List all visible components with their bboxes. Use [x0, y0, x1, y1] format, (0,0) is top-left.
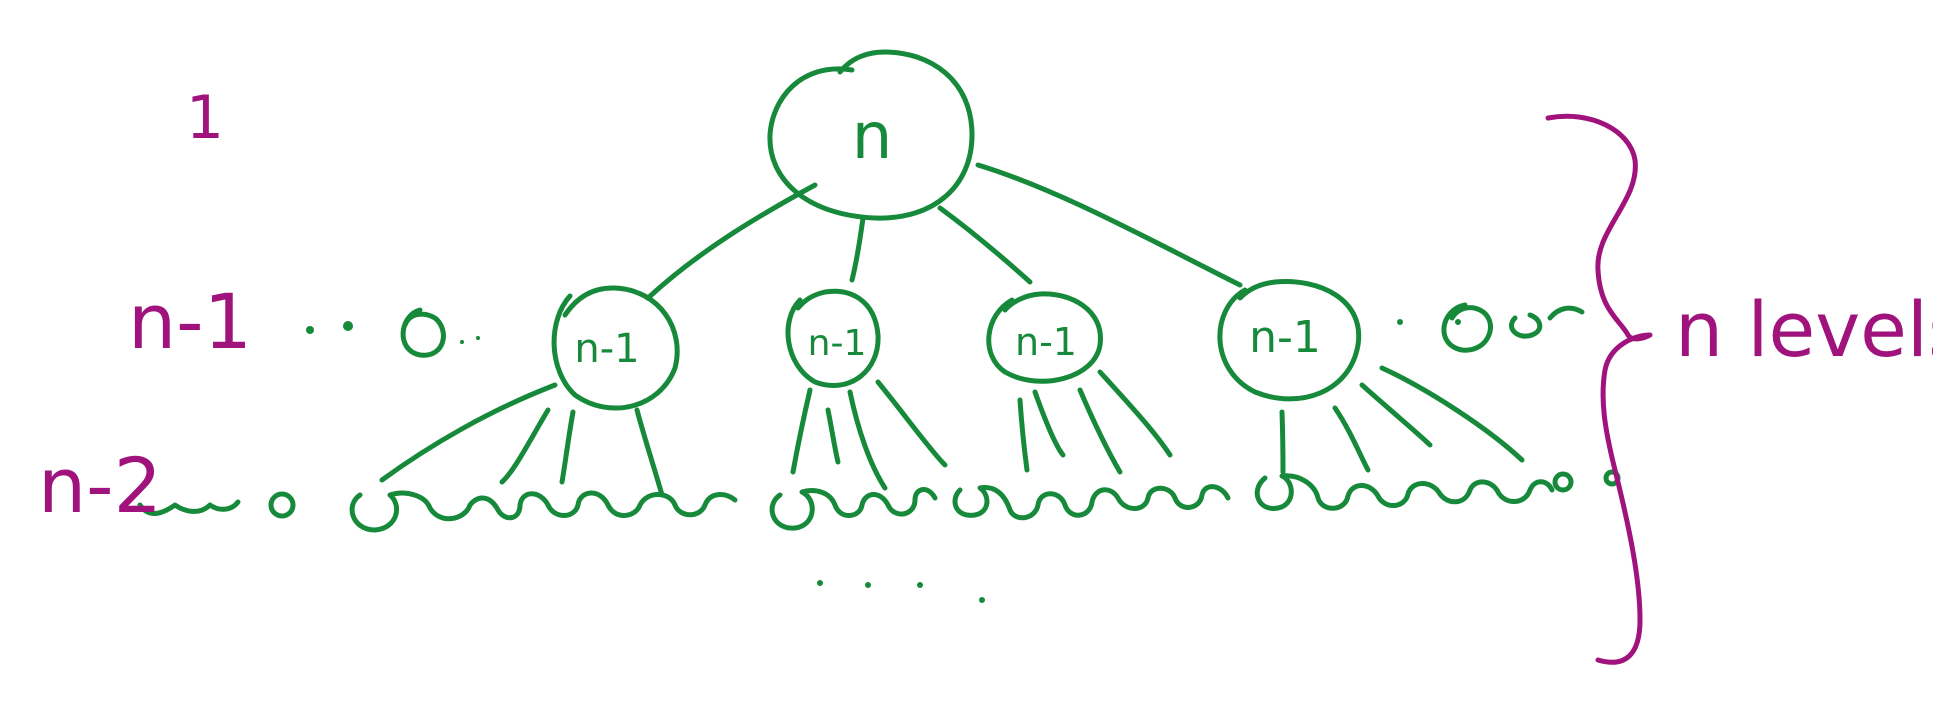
level-label-2: n-1: [128, 277, 252, 366]
edge-c1-g2: [499, 407, 551, 485]
edge-root-child-1: [645, 182, 818, 301]
edge-c1-g1: [379, 382, 558, 483]
child-node-2-label: n-1: [808, 323, 867, 364]
child-node-2-circle: [785, 288, 881, 388]
child-node-1-label: n-1: [574, 326, 639, 372]
ellipsis-scribble-right-2: [1509, 312, 1543, 339]
ellipsis-dot: [817, 580, 823, 586]
grandchildren-scribble-3: [952, 484, 1231, 521]
child-node-3-circle: [986, 291, 1103, 384]
edge-c1-g3: [559, 409, 576, 485]
child-node-2: n-1: [785, 288, 881, 388]
ellipsis-dot: [476, 336, 480, 340]
ellipsis-scribble-right-1: [1441, 302, 1493, 353]
child-node-4: n-1: [1217, 279, 1362, 402]
levels-brace: [1545, 113, 1653, 665]
child-node-4-circle: [1217, 279, 1362, 402]
child-edges: [379, 365, 1525, 498]
grandchild-circle: [1552, 471, 1574, 493]
grandchildren-scribble-1: [349, 490, 738, 533]
level-label-3: n-2: [38, 441, 162, 530]
root-node-label: n: [852, 100, 893, 174]
edge-c4-g1: [1279, 409, 1286, 475]
edge-root-child-3: [937, 205, 1033, 285]
level-labels: 1 n-1 n-2: [38, 83, 252, 530]
child-node-3-label: n-1: [1015, 320, 1077, 364]
child-node-4-label: n-1: [1249, 312, 1321, 363]
ellipsis-scribble-left: [400, 307, 446, 358]
edge-c2-g3: [847, 389, 888, 491]
edge-c2-g4: [875, 379, 948, 468]
edge-c3-g4: [1097, 369, 1173, 458]
ellipsis-dot: [1397, 319, 1403, 325]
child-node-1-circle: [551, 285, 680, 411]
ellipsis-dot: [979, 597, 985, 603]
edge-c3-g1: [1017, 397, 1030, 473]
level-label-1: 1: [186, 83, 224, 153]
root-edges: [645, 162, 1243, 301]
edge-c1-g4: [634, 407, 665, 498]
grandchildren-scribble-2: [769, 487, 938, 531]
edge-c3-g2: [1032, 389, 1066, 458]
ellipsis-dot: [1455, 319, 1461, 325]
edge-c4-g2: [1332, 405, 1371, 473]
ellipsis-dot: [343, 321, 353, 331]
ellipsis-marks: [306, 302, 1585, 603]
child-node-3: n-1: [986, 291, 1103, 384]
grandchildren-row: [137, 469, 1621, 533]
levels-brace-label: n levels: [1675, 285, 1933, 374]
grandchildren-scribble-4: [1254, 473, 1555, 511]
edge-c2-g1: [790, 387, 813, 475]
ellipsis-dot: [306, 326, 314, 334]
grandchildren-scribble-left: [137, 499, 241, 516]
ellipsis-scribble-right-3: [1547, 305, 1585, 321]
edge-c4-g4: [1379, 365, 1525, 463]
ellipsis-dot: [865, 582, 871, 588]
edge-root-child-4: [975, 162, 1243, 288]
root-node-circle: [767, 49, 975, 221]
grandchild-circle: [268, 491, 296, 519]
edge-c3-g3: [1077, 387, 1123, 475]
edge-root-child-2: [849, 215, 866, 283]
edge-c4-g3: [1359, 382, 1433, 448]
ellipsis-dot: [460, 340, 464, 344]
root-node: n: [767, 49, 975, 221]
child-node-1: n-1: [551, 285, 680, 411]
edge-c2-g2: [825, 407, 841, 465]
ellipsis-dot: [917, 582, 923, 588]
